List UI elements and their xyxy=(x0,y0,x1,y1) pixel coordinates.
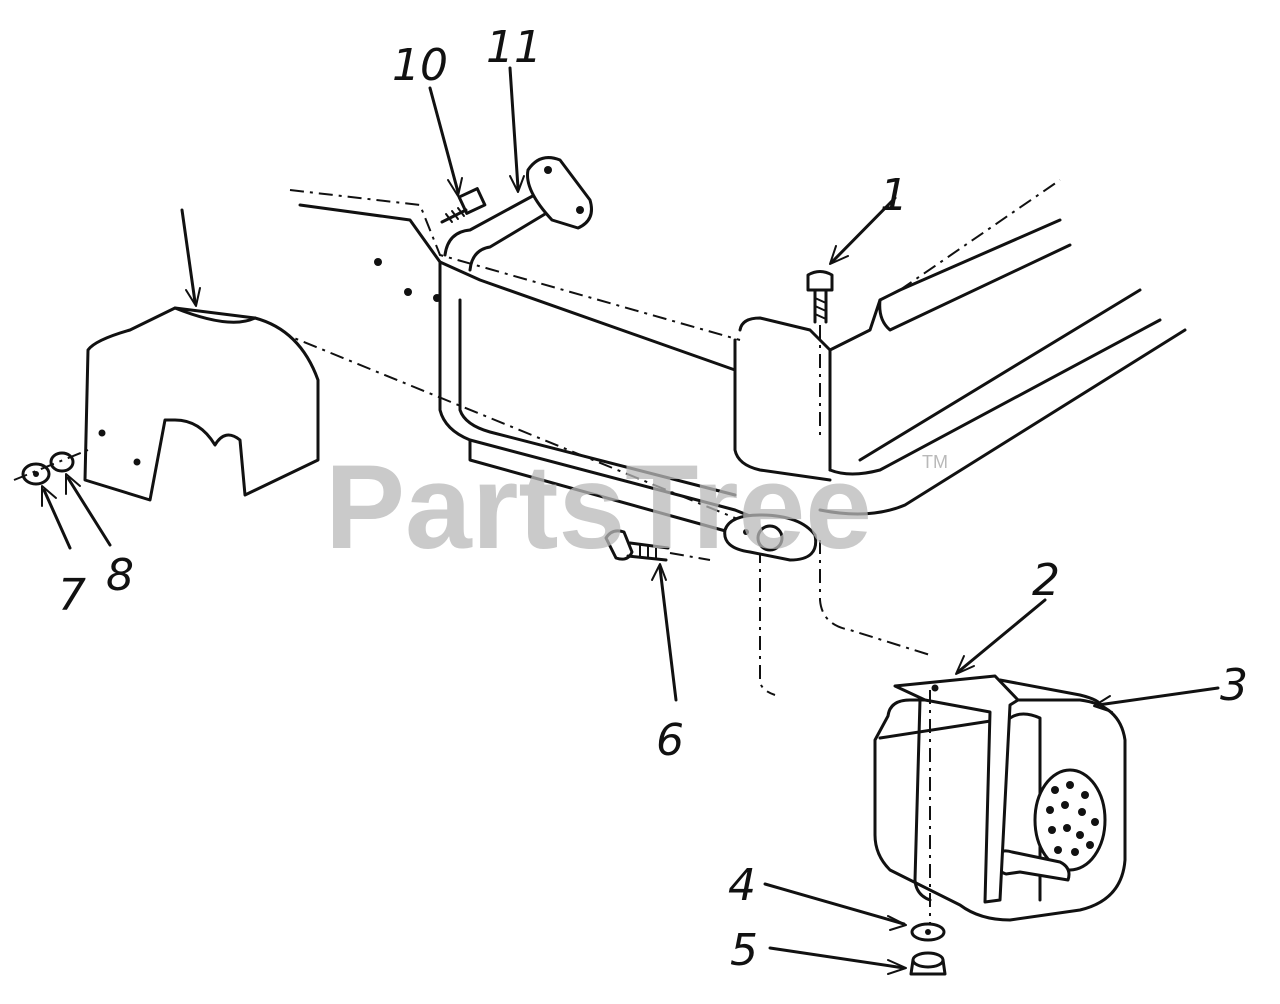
callout-5: 5 xyxy=(730,925,758,976)
exhaust-port-flange xyxy=(723,513,818,562)
bolt-part-6 xyxy=(604,529,711,562)
bolt-part-1 xyxy=(806,270,834,440)
washer-part-8 xyxy=(49,451,75,473)
nut-part-5 xyxy=(909,951,947,976)
muffler-vent-holes xyxy=(1046,781,1099,856)
watermark-trademark: TM xyxy=(922,452,948,472)
shield-axis-line xyxy=(13,449,89,481)
engine-outline xyxy=(249,179,1187,696)
callout-10: 10 xyxy=(392,40,448,91)
heat-shield xyxy=(83,258,441,502)
exhaust-pipe-part-11 xyxy=(443,156,593,272)
callout-7: 7 xyxy=(58,570,86,621)
callout-6: 6 xyxy=(656,715,684,766)
callout-3: 3 xyxy=(1220,660,1248,711)
callout-8: 8 xyxy=(106,550,134,601)
callout-1: 1 xyxy=(880,170,908,221)
bracket-part-2 xyxy=(893,674,1020,930)
callout-2: 2 xyxy=(1032,555,1060,606)
bolt-part-10 xyxy=(440,187,487,224)
leader-arrows xyxy=(41,66,1220,975)
callout-4: 4 xyxy=(728,860,756,911)
washer-part-4 xyxy=(910,922,946,942)
callout-11: 11 xyxy=(486,22,542,73)
watermark-text: PartsTree xyxy=(325,440,872,574)
